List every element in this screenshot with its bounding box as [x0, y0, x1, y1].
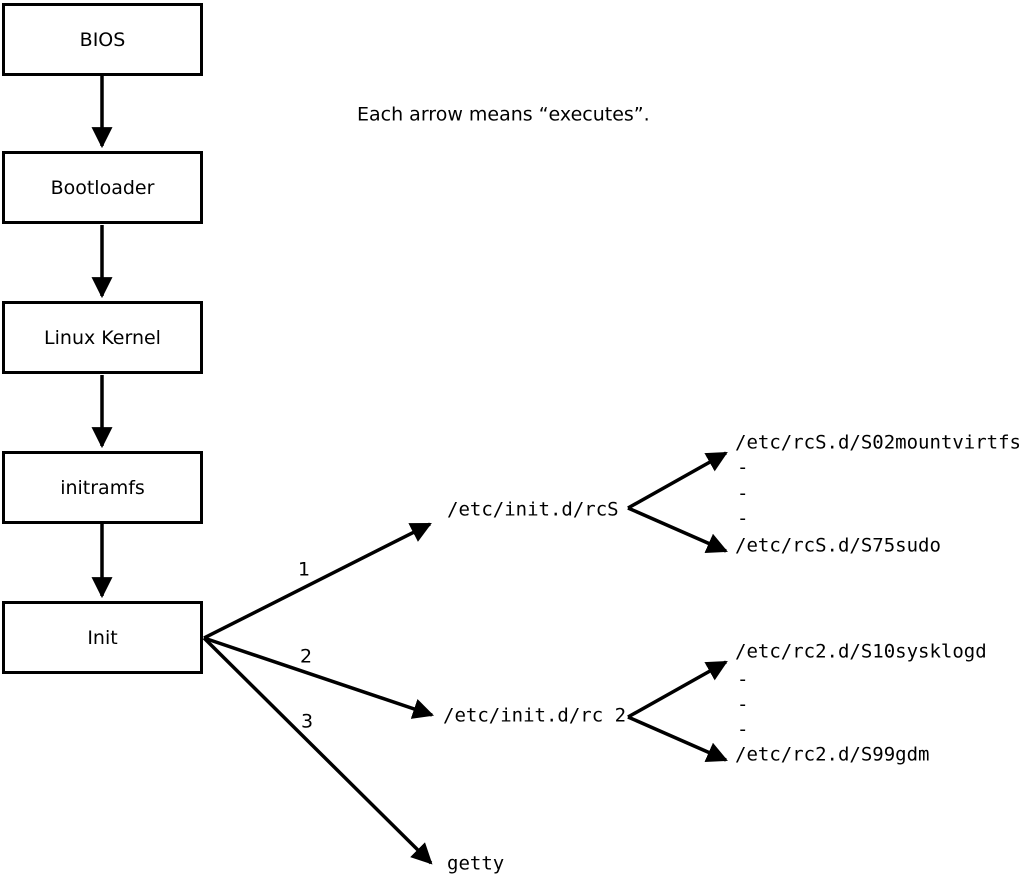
branch-2-number: 2 — [299, 645, 313, 668]
branch-3-number: 3 — [300, 710, 314, 733]
rcS-ellipsis-dash: - — [737, 456, 749, 479]
target-getty: getty — [447, 852, 505, 875]
box-linux-kernel: Linux Kernel — [2, 301, 203, 374]
rcS-ellipsis-dash: - — [737, 507, 749, 530]
box-bootloader: Bootloader — [2, 151, 203, 224]
box-bios: BIOS — [2, 3, 203, 76]
target-rcS: /etc/init.d/rcS — [447, 498, 619, 521]
box-initramfs: initramfs — [2, 451, 203, 524]
rcS-script-first: /etc/rcS.d/S02mountvirtfs — [735, 431, 1021, 454]
arrow-rcS-to-first-script — [627, 451, 728, 510]
branch-1-number: 1 — [297, 558, 311, 581]
arrow-rc2-to-first-script — [627, 660, 728, 719]
legend-note: Each arrow means “executes”. — [357, 103, 650, 126]
target-rc2: /etc/init.d/rc 2 — [443, 704, 627, 727]
rcS-ellipsis-dash: - — [737, 482, 749, 505]
arrow-init-to-rc2 — [203, 636, 434, 719]
box-init: Init — [2, 601, 203, 674]
rc2-script-last: /etc/rc2.d/S99gdm — [735, 743, 930, 766]
rc2-ellipsis-dash: - — [737, 693, 749, 716]
arrow-rc2-to-last-script — [627, 715, 728, 763]
arrow-rcS-to-last-script — [627, 506, 728, 554]
rc2-ellipsis-dash: - — [737, 718, 749, 741]
rc2-script-first: /etc/rc2.d/S10sysklogd — [735, 640, 987, 663]
arrow-init-to-rcS — [203, 522, 432, 640]
arrow-init-to-getty — [202, 636, 433, 865]
rc2-ellipsis-dash: - — [737, 668, 749, 691]
rcS-script-last: /etc/rcS.d/S75sudo — [735, 534, 941, 557]
